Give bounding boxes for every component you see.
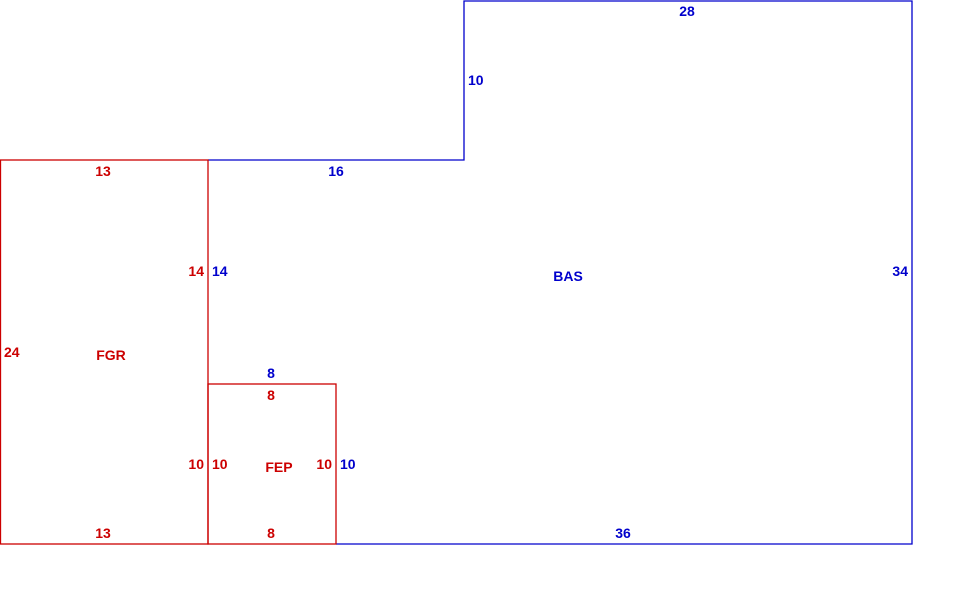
- dim-fgr-right: 14: [188, 263, 204, 279]
- dim-fgr-right-lower: 10: [188, 456, 204, 472]
- bas-outline: [208, 0, 913, 545]
- dim-fgr-top: 13: [95, 163, 111, 179]
- fep-outline: [207, 383, 337, 545]
- area-label-fep: FEP: [265, 459, 292, 475]
- dim-bas-left-upper: 14: [212, 263, 228, 279]
- dim-bas-step-horizontal: 16: [328, 163, 344, 179]
- area-label-bas: BAS: [553, 268, 583, 284]
- dim-bas-step-vertical: 10: [468, 72, 484, 88]
- fgr-outline: [0, 159, 209, 545]
- dim-fep-left: 10: [212, 456, 228, 472]
- dim-bas-bottom: 36: [615, 525, 631, 541]
- dim-fep-right: 10: [316, 456, 332, 472]
- dim-bas-top: 28: [679, 3, 695, 19]
- area-label-fgr: FGR: [96, 347, 126, 363]
- dim-bas-above-fep: 8: [267, 365, 275, 381]
- dim-fgr-bottom: 13: [95, 525, 111, 541]
- dim-fep-bottom: 8: [267, 525, 275, 541]
- dim-bas-right-of-fep: 10: [340, 456, 356, 472]
- dim-fep-top: 8: [267, 387, 275, 403]
- dim-fgr-left: 24: [4, 344, 20, 360]
- dim-bas-right: 34: [892, 263, 908, 279]
